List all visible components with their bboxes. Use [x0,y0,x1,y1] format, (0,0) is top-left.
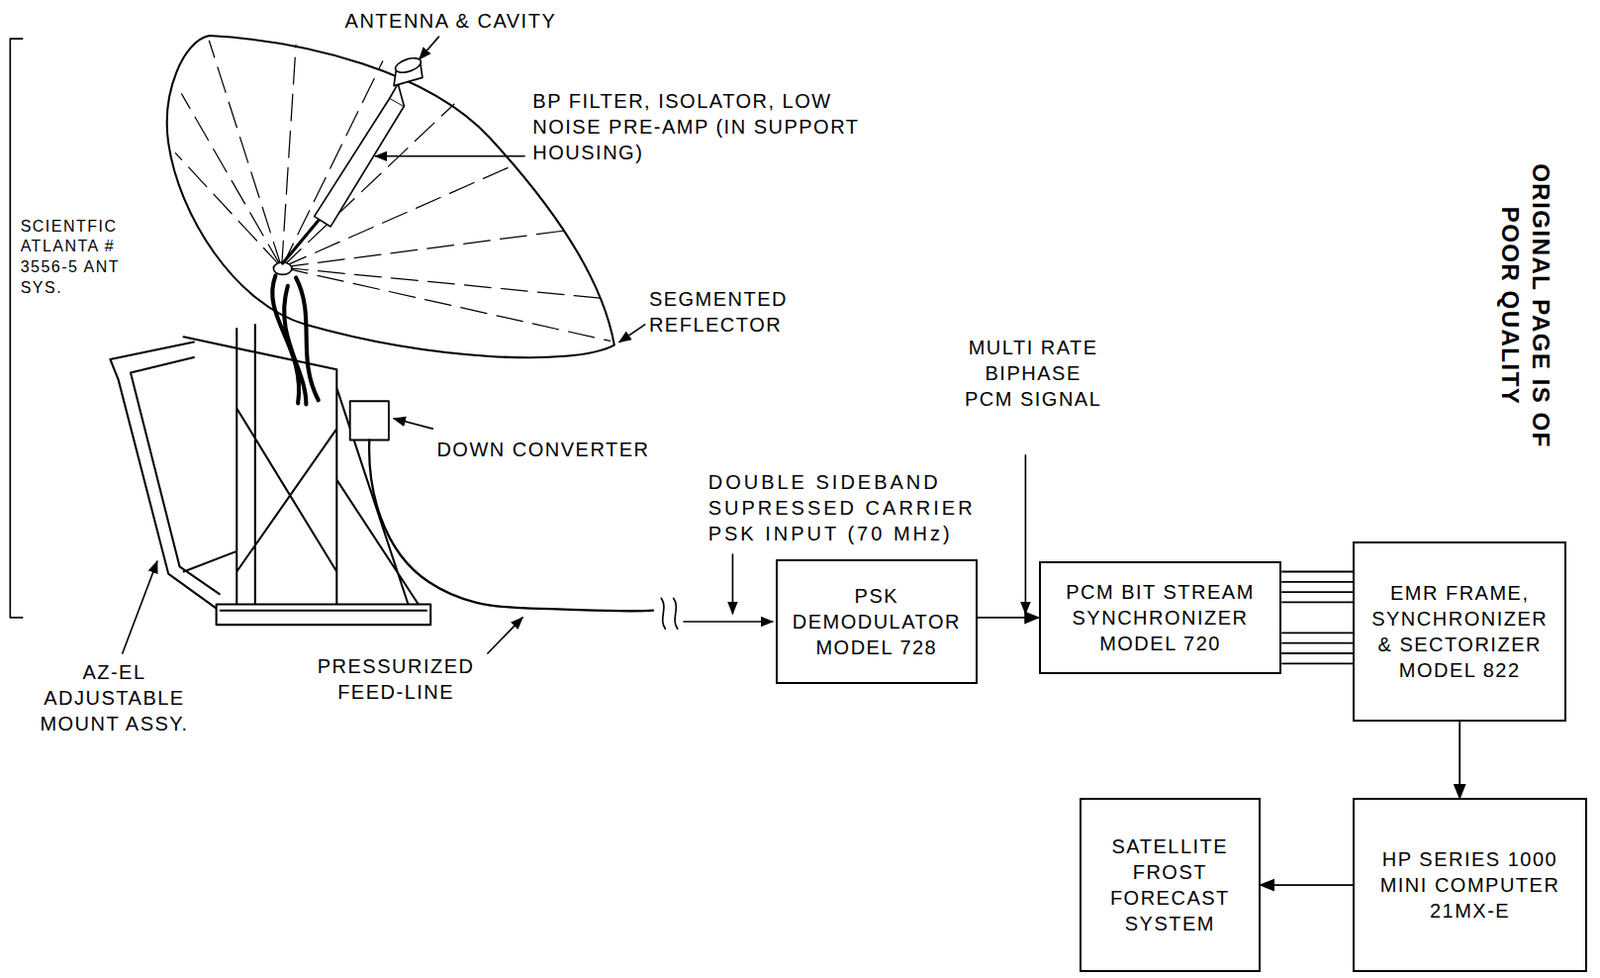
box-text: PCM BIT STREAM SYNCHRONIZER MODEL 720 [1048,578,1272,657]
callout-label: BP FILTER, ISOLATOR, LOW NOISE PRE-AMP (… [532,88,869,166]
leader-line [487,617,523,654]
process-box: PCM BIT STREAM SYNCHRONIZER MODEL 720 [1038,561,1282,673]
callout-label: ANTENNA & CAVITY [345,7,672,34]
connector [1281,571,1353,664]
leader-line [122,561,158,654]
process-box: PSK DEMODULATOR MODEL 728 [775,559,978,684]
leader-line [376,155,526,158]
input-line [683,620,773,623]
az-el-mount-frame [109,324,418,609]
down-converter-box [350,400,389,440]
box-text: PSK DEMODULATOR MODEL 728 [785,582,968,660]
callout-label: DOUBLE SIDEBAND SUPRESSED CARRIER PSK IN… [708,469,1015,547]
callout-label: SEGMENTED REFLECTOR [649,285,813,338]
callout-label: AZ-EL ADJUSTABLE MOUNT ASSY. [22,658,207,737]
reflector-segments [175,40,610,341]
callout-label: SCIENTFIC ATLANTA # 3556-5 ANT SYS. [20,216,144,299]
connector [977,616,1039,619]
leader-line [393,418,433,429]
leader-line [1025,455,1028,614]
cables [272,275,318,404]
line-break-mark [660,597,678,629]
stamp-note: ORIGINAL PAGE IS OF POOR QUALITY [1495,153,1557,460]
callout-label: DOWN CONVERTER [436,436,702,463]
connector [1260,883,1354,886]
leader-line [732,554,735,614]
box-text: EMR FRAME, SYNCHRONIZER & SECTORIZER MOD… [1362,579,1557,683]
leader-line [419,36,440,60]
housing-cone [389,84,404,107]
leader-line [619,324,646,343]
process-box: SATELLITE FROST FORECAST SYSTEM [1079,797,1261,971]
box-text: HP SERIES 1000 MINI COMPUTER 21MX-E [1362,846,1577,924]
process-box: EMR FRAME, SYNCHRONIZER & SECTORIZER MOD… [1352,541,1567,723]
support-housing [314,97,405,227]
connector [1458,721,1461,798]
process-box: HP SERIES 1000 MINI COMPUTER 21MX-E [1352,797,1587,971]
feed-support [282,220,319,264]
bracket [9,38,22,618]
antenna-cavity [393,55,423,76]
callout-label: MULTI RATE BIPHASE PCM SIGNAL [958,334,1108,412]
callout-label: PRESSURIZED FEED-LINE [293,653,498,705]
pressurized-feed-line [369,439,654,611]
reflector-rim [167,35,615,358]
mount-base [216,604,432,626]
box-text: SATELLITE FROST FORECAST SYSTEM [1089,833,1251,937]
